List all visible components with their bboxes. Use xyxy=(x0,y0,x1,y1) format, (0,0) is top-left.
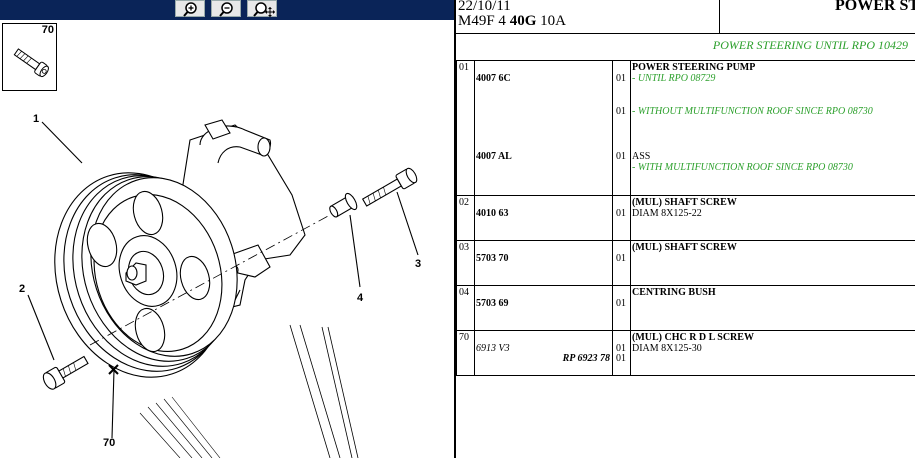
callout-3: 3 xyxy=(415,258,422,270)
zoom-in-icon xyxy=(183,2,197,17)
table-row[interactable]: 01 4007 6C 4007 AL 01 01 01 POWER STEERI… xyxy=(456,61,915,196)
page-title: POWER ST xyxy=(835,0,915,14)
part-qty: 01 xyxy=(616,151,626,162)
callout-2: 2 xyxy=(19,283,26,295)
header-model: M49F 4 40G 10A xyxy=(458,13,566,29)
part-note: - WITHOUT MULTIFUNCTION ROOF SINCE RPO 0… xyxy=(632,106,873,117)
part-description-detail: DIAM 8X125-22 xyxy=(632,208,702,219)
part-ref[interactable]: 4007 AL xyxy=(476,151,512,162)
detail-thumbnail[interactable]: 70 xyxy=(2,23,57,91)
row-index: 70 xyxy=(459,332,469,343)
part-ref[interactable]: 5703 70 xyxy=(476,253,509,264)
screw-thumbnail-icon xyxy=(13,48,49,78)
part-qty: 01 xyxy=(616,208,626,219)
diagram-panel: 70 xyxy=(0,0,454,458)
part-description: ASS xyxy=(632,151,651,162)
page-subtitle: POWER STEERING UNTIL RPO 10429 xyxy=(712,38,908,52)
part-note: - WITH MULTIFUNCTION ROOF SINCE RPO 0873… xyxy=(632,162,853,173)
zoom-in-button[interactable] xyxy=(175,0,205,17)
row-index: 02 xyxy=(459,197,469,208)
parts-list-panel: 22/10/11 M49F 4 40G 10A POWER ST POWER S… xyxy=(456,0,915,458)
part-description-detail: DIAM 8X125-30 xyxy=(632,343,702,354)
page-header: 22/10/11 M49F 4 40G 10A POWER ST xyxy=(456,0,915,34)
panel-divider[interactable] xyxy=(454,0,456,458)
table-row[interactable]: 02 4010 63 01 (MUL) SHAFT SCREW DIAM 8X1… xyxy=(456,196,915,241)
part-qty: 01 xyxy=(616,353,626,364)
callout-70: 70 xyxy=(103,437,116,449)
part-qty: 01 xyxy=(616,73,626,84)
part-ref[interactable]: 4010 63 xyxy=(476,208,509,219)
zoom-pan-button[interactable] xyxy=(247,0,277,17)
header-separator xyxy=(719,0,720,33)
part-qty: 01 xyxy=(616,343,626,354)
row-index: 01 xyxy=(459,62,469,73)
part-qty: 01 xyxy=(616,253,626,264)
part-ref-old[interactable]: 6913 V3 xyxy=(476,343,510,354)
part-description: POWER STEERING PUMP xyxy=(632,62,756,73)
zoom-out-icon xyxy=(219,2,233,17)
power-steering-pump-diagram xyxy=(27,119,419,458)
part-note: - UNTIL RPO 08729 xyxy=(632,73,716,84)
thumbnail-number: 70 xyxy=(41,24,54,36)
part-description: (MUL) SHAFT SCREW xyxy=(632,197,737,208)
part-description: (MUL) CHC R D L SCREW xyxy=(632,332,754,343)
table-row[interactable]: 03 5703 70 01 (MUL) SHAFT SCREW xyxy=(456,241,915,286)
callout-4: 4 xyxy=(357,292,364,304)
header-date: 22/10/11 xyxy=(458,0,511,14)
table-row[interactable]: 04 5703 69 01 CENTRING BUSH xyxy=(456,286,915,331)
parts-table: 01 4007 6C 4007 AL 01 01 01 POWER STEERI… xyxy=(456,60,915,376)
part-ref[interactable]: 4007 6C xyxy=(476,73,511,84)
part-description: CENTRING BUSH xyxy=(632,287,716,298)
part-ref-replacement[interactable]: RP 6923 78 xyxy=(562,353,610,364)
zoom-pan-icon xyxy=(253,2,275,17)
table-row[interactable]: 70 6913 V3 RP 6923 78 01 01 (MUL) CHC R … xyxy=(456,331,915,376)
row-index: 03 xyxy=(459,242,469,253)
zoom-out-button[interactable] xyxy=(211,0,241,17)
part-qty: 01 xyxy=(616,298,626,309)
part-ref[interactable]: 5703 69 xyxy=(476,298,509,309)
part-description: (MUL) SHAFT SCREW xyxy=(632,242,737,253)
row-index: 04 xyxy=(459,287,469,298)
callout-1: 1 xyxy=(33,113,40,125)
zoom-toolbar xyxy=(0,0,454,20)
part-qty: 01 xyxy=(616,106,626,117)
